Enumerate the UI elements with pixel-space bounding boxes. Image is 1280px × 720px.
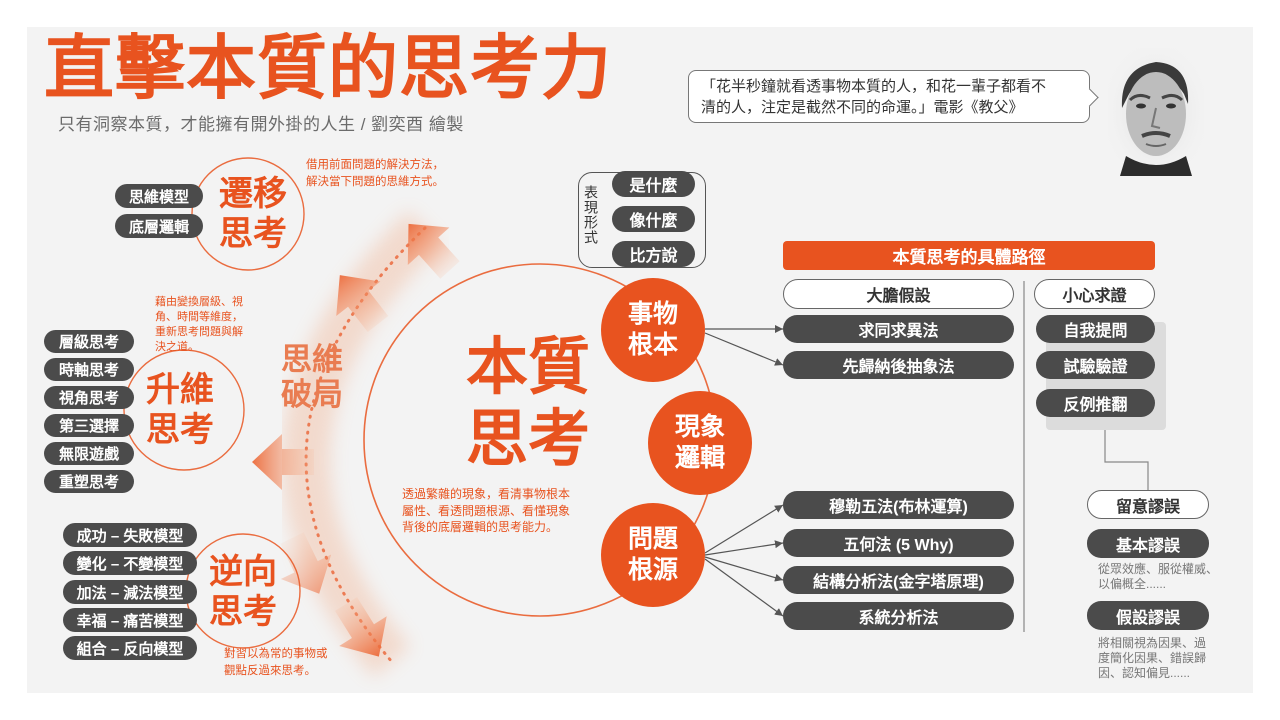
hypothesis-label: 大膽假設 (783, 279, 1014, 309)
forms-item: 像什麼 (612, 206, 695, 232)
forms-label: 表現形式 (583, 185, 599, 245)
upgrade-item: 無限遊戲 (44, 442, 134, 465)
connector-cause-4 (704, 558, 784, 617)
basic-fallacy-desc: 從眾效應、服從權威、 以偏概全...... (1098, 562, 1218, 592)
upgrade-item: 第三選擇 (44, 414, 134, 437)
desc-line: 決之道。 (155, 341, 199, 353)
fallacy-connector (1104, 430, 1149, 490)
arrow-to-transfer-2 (336, 275, 389, 333)
breakthrough-line: 破局 (281, 377, 343, 412)
reverse-desc: 對習以為常的事物或 觀點反過來思考。 (224, 646, 328, 680)
node-cause: 問題 根源 (601, 503, 705, 607)
node-phenomenon: 現象 邏輯 (648, 391, 752, 495)
node-label: 問題 (627, 525, 678, 553)
cause-method: 五何法 (5 Why) (783, 529, 1014, 557)
transfer-item: 思維模型 (115, 184, 203, 208)
connector-cause-3 (704, 556, 784, 582)
cause-method: 系統分析法 (783, 602, 1014, 630)
node-root: 事物 根本 (601, 278, 705, 382)
quote-line: 清的人，注定是截然不同的命運。」電影《教父》 (701, 99, 1024, 116)
cause-method: 穆勒五法(布林運算) (783, 491, 1014, 519)
node-label: 現象 (674, 413, 725, 441)
basic-fallacy: 基本謬誤 (1087, 529, 1209, 558)
upgrade-circle (123, 349, 245, 471)
reverse-item: 加法 – 減法模型 (63, 580, 197, 604)
upgrade-item: 時軸思考 (44, 358, 134, 381)
reverse-item: 成功 – 失敗模型 (63, 523, 197, 547)
quote-bubble: 「花半秒鐘就看透事物本質的人，和花一輩子都看不 清的人，注定是截然不同的命運。」… (688, 70, 1090, 123)
desc-line: 重新思考問題與解 (155, 326, 243, 338)
transfer-desc: 借用前面問題的解決方法， 解決當下問題的思維方式。 (306, 157, 444, 191)
breakthrough-line: 思維 (281, 342, 343, 377)
desc-line: 藉由變換層級、視 (155, 296, 243, 308)
desc-line: 借用前面問題的解決方法， (306, 159, 444, 171)
reverse-title-line: 思考 (209, 593, 277, 631)
godfather-portrait (1108, 48, 1204, 176)
desc-line: 從眾效應、服從權威、 (1098, 562, 1219, 576)
root-method: 求同求異法 (783, 315, 1014, 343)
assumption-fallacy-desc: 將相關視為因果、過 度簡化因果、錯誤歸 因、認知偏見...... (1098, 636, 1206, 681)
core-title-line: 思考 (465, 405, 590, 474)
reverse-item: 幸福 – 痛苦模型 (63, 608, 197, 632)
forms-item: 是什麼 (612, 171, 695, 197)
desc-line: 透過繁雜的現象，看清事物根本 (402, 487, 571, 501)
connector-cause-2 (704, 540, 784, 556)
reverse-title-line: 逆向 (209, 553, 277, 591)
transfer-item: 底層邏輯 (115, 214, 203, 238)
reverse-title: 逆向 思考 (198, 552, 288, 632)
upgrade-item: 重塑思考 (44, 470, 134, 493)
core-title: 本質 思考 (462, 332, 594, 476)
transfer-title-line: 遷移 (219, 175, 287, 213)
cause-method: 結構分析法(金字塔原理) (783, 566, 1014, 594)
upgrade-title-line: 思考 (146, 411, 214, 449)
connector-root-2 (704, 332, 784, 366)
desc-line: 屬性、看透問題根源、看懂現象 (402, 503, 571, 518)
arrow-to-upgrade (252, 434, 314, 490)
upgrade-title: 升維 思考 (135, 370, 225, 450)
transfer-title-line: 思考 (219, 215, 287, 253)
root-method: 先歸納後抽象法 (783, 351, 1014, 379)
desc-line: 度簡化因果、錯誤歸 (1098, 651, 1207, 665)
desc-line: 對習以為常的事物或 (224, 648, 328, 660)
arrow-to-transfer (407, 223, 460, 279)
path-header: 本質思考的具體路徑 (783, 241, 1155, 270)
desc-line: 解決當下問題的思維方式。 (306, 176, 444, 188)
desc-line: 將相關視為因果、過 (1098, 636, 1207, 650)
transfer-title: 遷移 思考 (208, 174, 298, 254)
desc-line: 因、認知偏見...... (1098, 666, 1191, 680)
verify-method: 試驗驗證 (1036, 351, 1155, 379)
verify-method: 反例推翻 (1036, 389, 1155, 417)
assumption-fallacy: 假設謬誤 (1087, 601, 1209, 630)
quote-line: 「花半秒鐘就看透事物本質的人，和花一輩子都看不 (701, 78, 1047, 95)
verification-label: 小心求證 (1034, 279, 1155, 309)
node-label: 邏輯 (674, 444, 725, 472)
forms-item: 比方說 (612, 241, 695, 267)
desc-line: 角、時間等維度， (155, 311, 243, 323)
connector-cause-1 (704, 504, 784, 554)
upgrade-title-line: 升維 (146, 371, 214, 409)
fallacy-label: 留意謬誤 (1087, 490, 1209, 519)
node-label: 根本 (627, 331, 678, 359)
breakthrough-label: 思維 破局 (276, 342, 348, 412)
upgrade-item: 視角思考 (44, 386, 134, 409)
reverse-item: 變化 – 不變模型 (63, 551, 197, 575)
core-desc: 透過繁雜的現象，看清事物根本 屬性、看透問題根源、看懂現象 背後的底層邏輯的思考… (402, 486, 570, 536)
reverse-item: 組合 – 反向模型 (63, 636, 197, 660)
upgrade-item: 層級思考 (44, 330, 134, 353)
upgrade-desc: 藉由變換層級、視 角、時間等維度， 重新思考問題與解 決之道。 (155, 295, 243, 355)
core-title-line: 本質 (465, 333, 590, 402)
desc-line: 觀點反過來思考。 (224, 665, 316, 677)
page-subtitle: 只有洞察本質，才能擁有開外掛的人生 / 劉奕酉 繪製 (58, 115, 464, 134)
desc-line: 背後的底層邏輯的思考能力。 (402, 520, 559, 534)
arrow-to-reverse (280, 532, 332, 594)
arrow-to-reverse-2 (334, 597, 387, 657)
verify-method: 自我提問 (1036, 315, 1155, 343)
desc-line: 以偏概全...... (1098, 577, 1167, 591)
node-label: 事物 (627, 300, 678, 328)
page-title: 直擊本質的思考力 (44, 29, 612, 107)
node-label: 根源 (627, 556, 678, 584)
